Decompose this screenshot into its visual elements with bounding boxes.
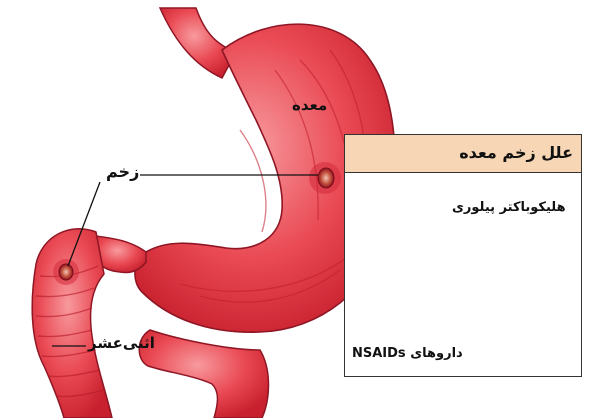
causes-panel: علل زخم معده <box>344 134 582 377</box>
bacteria-label: هلیکوباکتر پیلوری <box>452 200 566 215</box>
stomach-label: معده <box>292 96 327 114</box>
drugs-label: داروهای NSAIDs <box>352 346 463 361</box>
stomach-ulcer <box>318 168 334 188</box>
causes-panel-header: علل زخم معده <box>345 135 581 173</box>
ulcer-label: زخم <box>106 162 139 181</box>
duodenal-ulcer <box>59 264 73 280</box>
causes-panel-title: علل زخم معده <box>459 143 573 162</box>
duodenum-label: اثنی‌عشر <box>88 334 155 352</box>
intestine-loop <box>139 330 268 418</box>
esophagus <box>160 8 236 78</box>
duodenum <box>32 229 112 418</box>
